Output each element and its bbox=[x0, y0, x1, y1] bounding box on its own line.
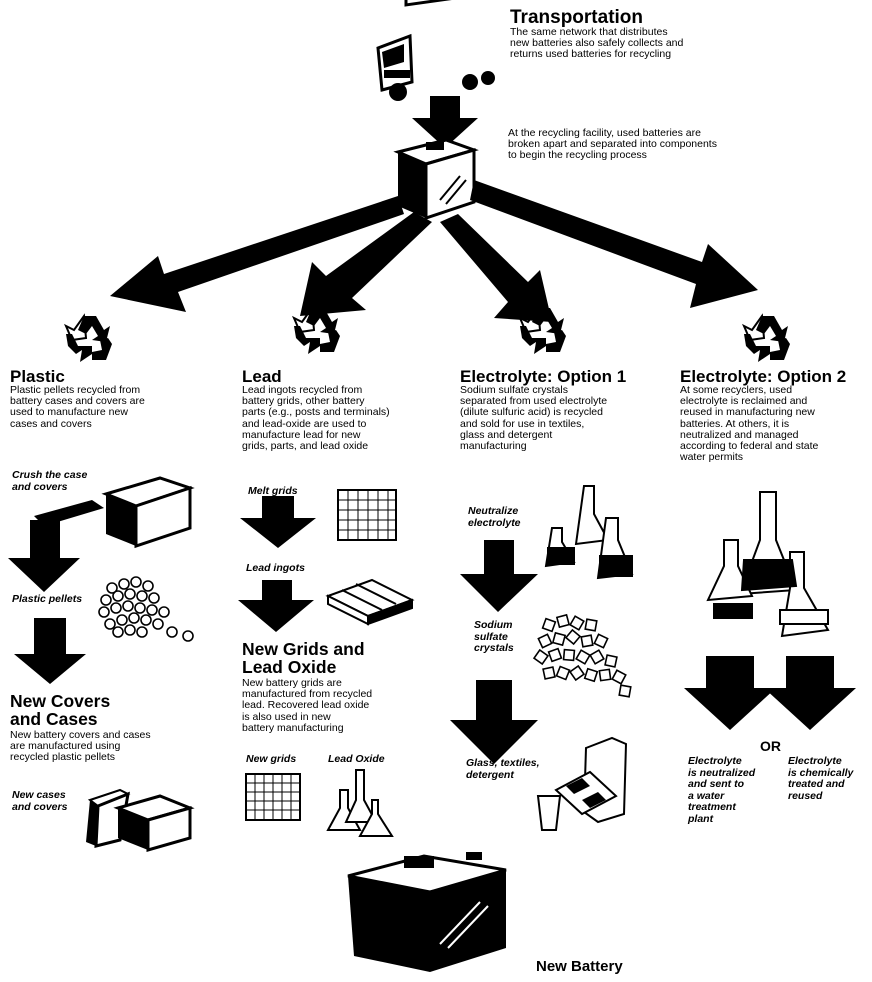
plastic-step-new-cases: New cases and covers bbox=[12, 789, 68, 813]
arrow-to-electrolyte1 bbox=[440, 214, 552, 322]
plastic-arrow-1 bbox=[8, 520, 80, 592]
plastic-step-pellets: Plastic pellets bbox=[12, 593, 83, 605]
new-grid-icon bbox=[245, 773, 301, 821]
ingots-icon bbox=[325, 578, 415, 626]
electrolyte2-option-reused: Electrolyte is chemically treated and re… bbox=[788, 755, 854, 802]
lead-text: Lead ingots recycled from battery grids,… bbox=[242, 384, 390, 453]
electrolyte1-arrow-2 bbox=[450, 680, 538, 764]
new-cases-icon bbox=[86, 788, 195, 852]
lead-step-ingots: Lead ingots bbox=[246, 562, 305, 574]
plastic-step-crush: Crush the case and covers bbox=[12, 469, 88, 493]
recycle-icon-electrolyte2 bbox=[743, 315, 791, 363]
electrolyte2-arrow-right bbox=[764, 656, 856, 730]
plastic-text: Plastic pellets recycled from battery ca… bbox=[10, 384, 145, 430]
electrolyte2-option-neutralized: Electrolyte is neutralized and sent to a… bbox=[688, 755, 756, 825]
used-battery-icon bbox=[393, 138, 479, 221]
electrolyte1-arrow-1 bbox=[460, 540, 538, 612]
plastic-arrow-2 bbox=[14, 618, 86, 684]
lead-step-melt: Melt grids bbox=[248, 485, 298, 497]
lead-label-lead-oxide: Lead Oxide bbox=[328, 753, 385, 765]
truck-icon bbox=[376, 0, 500, 101]
lead-oxide-flasks-icon bbox=[326, 769, 394, 837]
new-battery-label: New Battery bbox=[536, 958, 623, 975]
lead-label-new-grids: New grids bbox=[246, 753, 297, 765]
electrolyte2-arrow-left bbox=[684, 656, 776, 730]
electrolyte1-step-products: Glass, textiles, detergent bbox=[466, 757, 540, 781]
electrolyte1-step-crystals: Sodium sulfate crystals bbox=[474, 619, 514, 654]
electrolyte2-or: OR bbox=[760, 738, 781, 754]
lead-product-title: New Grids and Lead Oxide bbox=[242, 639, 365, 677]
pellets-icon bbox=[98, 576, 194, 642]
electrolyte1-title: Electrolyte: Option 1 bbox=[460, 367, 627, 386]
flask-icon-option2 bbox=[706, 491, 830, 638]
transportation-title: Transportation bbox=[510, 7, 644, 28]
lead-arrow-2 bbox=[238, 580, 314, 632]
electrolyte1-text: Sodium sulfate crystals separated from u… bbox=[460, 384, 608, 453]
transportation-text: The same network that distributes new ba… bbox=[510, 26, 684, 61]
facility-text: At the recycling facility, used batterie… bbox=[508, 127, 717, 162]
lead-product-text: New battery grids are manufactured from … bbox=[242, 677, 373, 734]
arrow-to-lead bbox=[300, 212, 432, 316]
plastic-product-title: New Covers and Cases bbox=[10, 691, 111, 729]
crushed-case-icon bbox=[34, 476, 195, 549]
electrolyte2-title: Electrolyte: Option 2 bbox=[680, 367, 847, 386]
electrolyte2-text: At some recyclers, used electrolyte is r… bbox=[680, 384, 819, 464]
arrow-down-main bbox=[412, 96, 478, 148]
grid-icon bbox=[337, 489, 397, 541]
recycle-icon-plastic bbox=[65, 315, 113, 363]
electrolyte1-step-neutralize: Neutralize electrolyte bbox=[468, 505, 521, 529]
flask-icon-neutralize bbox=[544, 485, 634, 580]
arrow-to-electrolyte2 bbox=[470, 180, 758, 308]
battery-icon bbox=[347, 852, 507, 972]
products-icon bbox=[536, 736, 628, 831]
arrow-to-plastic bbox=[110, 196, 404, 312]
lead-title: Lead bbox=[242, 367, 282, 386]
crystals-icon bbox=[532, 613, 632, 698]
plastic-title: Plastic bbox=[10, 367, 65, 386]
plastic-product-text: New battery covers and cases are manufac… bbox=[10, 729, 151, 764]
lead-arrow-1 bbox=[240, 496, 316, 548]
